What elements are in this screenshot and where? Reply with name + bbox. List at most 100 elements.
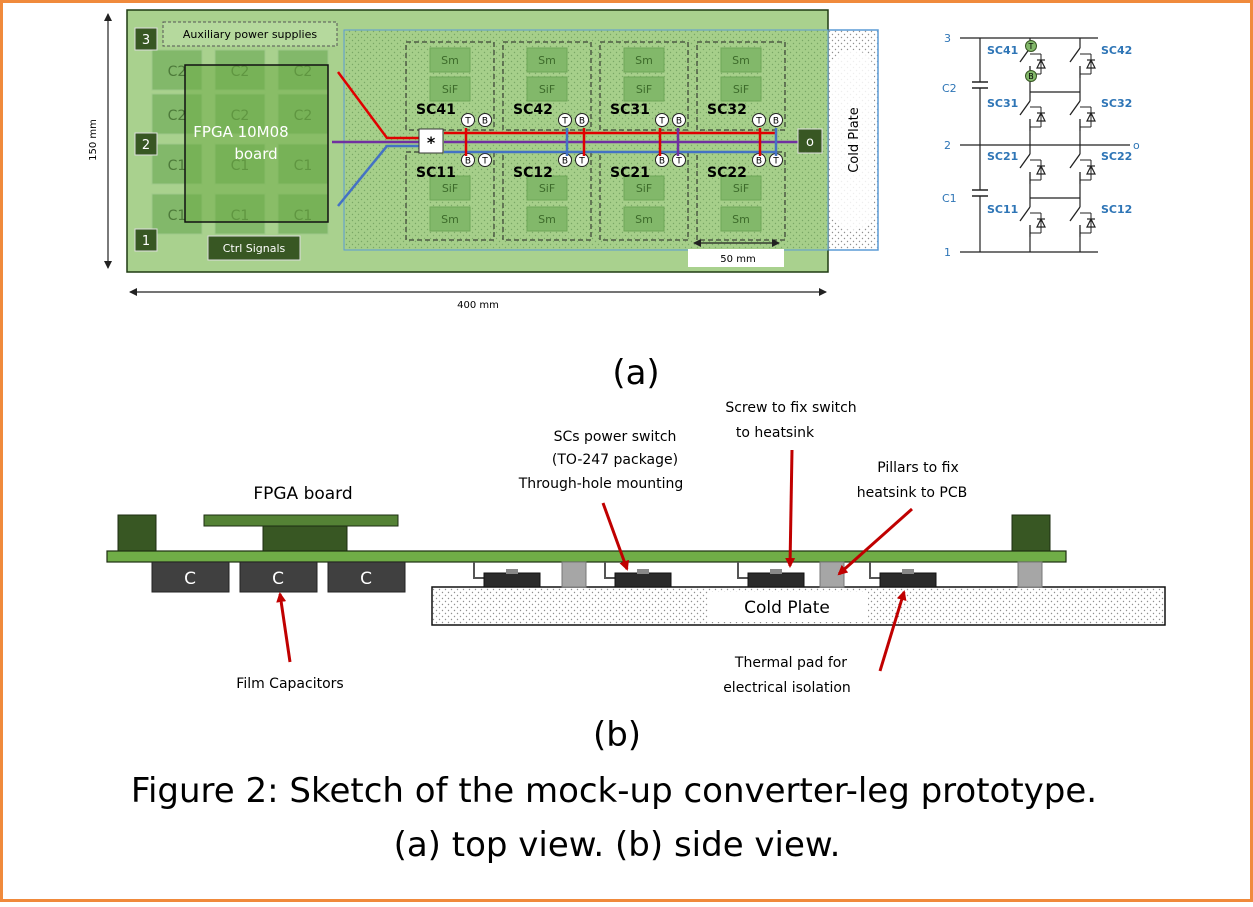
top-view: Cold Plate Auxiliary power supplies C2C2… xyxy=(88,9,879,393)
switch-cell-top-frame xyxy=(599,41,689,131)
power-switch xyxy=(614,572,672,588)
arrow-film-caps xyxy=(276,592,292,663)
module-die xyxy=(720,76,762,102)
switch-cell-label: SC41 xyxy=(416,102,456,118)
film-capacitor-label: C xyxy=(360,569,372,589)
gate-marker xyxy=(478,153,492,167)
aux-power-supplies-box xyxy=(162,21,338,47)
film-caps-label: Film Capacitors xyxy=(236,676,343,692)
gate-marker xyxy=(655,113,669,127)
fpga-board-side-label: FPGA board xyxy=(253,484,352,504)
svg-text:2: 2 xyxy=(142,138,150,153)
gate-marker xyxy=(478,113,492,127)
module-die-label: Sm xyxy=(635,54,653,67)
switch-cell-top-frame xyxy=(502,41,592,131)
module-die xyxy=(720,206,762,232)
gate-marker-label: B xyxy=(562,157,568,167)
gate-marker xyxy=(461,113,475,127)
gate-marker xyxy=(672,113,686,127)
module-die-label: SiF xyxy=(442,83,458,96)
sch-cell-label: SC41 xyxy=(987,44,1018,57)
switch-cell-label: SC31 xyxy=(610,102,650,118)
fpga-label-line1: FPGA 10M08 xyxy=(193,123,288,141)
module-die xyxy=(429,47,471,73)
cold-plate-label-box xyxy=(830,50,874,230)
module-die-label: SiF xyxy=(733,182,749,195)
module-die-label: Sm xyxy=(441,54,459,67)
module-die-label: Sm xyxy=(635,213,653,226)
gate-marker-label: T xyxy=(464,117,471,127)
gate-marker-label: B xyxy=(482,117,488,127)
gate-marker-label: T xyxy=(675,157,682,167)
dim-module-box xyxy=(688,249,784,267)
sch-node-1: 1 xyxy=(944,246,951,259)
film-capacitor xyxy=(151,561,230,593)
sch-cell-label: SC22 xyxy=(1101,150,1132,163)
output-terminal-label: o xyxy=(806,135,814,150)
arrow-thermal-pad xyxy=(878,590,907,672)
gate-marker-label: B xyxy=(756,157,762,167)
gate-marker-label: T xyxy=(755,117,762,127)
star-node-label: * xyxy=(427,133,436,152)
module-die xyxy=(526,76,568,102)
terminal-left-side xyxy=(117,514,157,553)
screw-label-line2: to heatsink xyxy=(736,425,815,441)
power-switches xyxy=(473,561,1043,588)
capacitor-label: C2 xyxy=(168,108,187,124)
switch-cell-top-frame xyxy=(696,41,786,131)
sch-output: o xyxy=(1133,139,1140,152)
gate-marker-label: T xyxy=(561,117,568,127)
sch-cell-label: SC32 xyxy=(1101,97,1132,110)
switch-cell-label: SC22 xyxy=(707,165,747,181)
capacitor-label: C1 xyxy=(168,208,187,224)
gate-marker-label: T xyxy=(658,117,665,127)
arrow-pillars xyxy=(837,507,913,576)
sch-switch xyxy=(1019,153,1031,169)
module-die-label: SiF xyxy=(442,182,458,195)
sch-cell-label: SC12 xyxy=(1101,203,1132,216)
module-die-label: Sm xyxy=(732,213,750,226)
module-die xyxy=(429,206,471,232)
caption-line1: Figure 2: Sketch of the mock-up converte… xyxy=(131,771,1097,811)
screw xyxy=(637,569,649,574)
gate-marker-label: T xyxy=(772,157,779,167)
fpga-board-top xyxy=(184,64,329,223)
pcb-side xyxy=(106,550,1067,563)
gate-marker-label: B xyxy=(465,157,471,167)
switch-label-line2: (TO-247 package) xyxy=(552,452,678,468)
sch-switch xyxy=(1069,206,1081,222)
svg-text:1: 1 xyxy=(142,234,150,249)
gate-marker xyxy=(575,113,589,127)
fpga-connector xyxy=(262,525,348,552)
sch-gate-marker xyxy=(1025,40,1037,52)
switch-label-line3: Through-hole mounting xyxy=(518,476,684,492)
sch-node-2: 2 xyxy=(944,139,951,152)
gate-marker xyxy=(752,113,766,127)
sch-cap-c1: C1 xyxy=(942,192,957,205)
module-die xyxy=(720,175,762,201)
capacitor-label: C1 xyxy=(168,158,187,174)
module-die-label: Sm xyxy=(538,54,556,67)
svg-text:3: 3 xyxy=(142,33,150,48)
gate-marker xyxy=(655,153,669,167)
arrow-switch xyxy=(601,502,629,571)
sch-node-3: 3 xyxy=(944,32,951,45)
sch-switch xyxy=(1069,100,1081,116)
ctrl-signals-box xyxy=(207,235,301,261)
bus-lines xyxy=(332,71,800,207)
film-capacitor xyxy=(327,561,406,593)
gate-marker-label: T xyxy=(481,157,488,167)
gate-marker-label: B xyxy=(773,117,779,127)
switch-cell-label: SC12 xyxy=(513,165,553,181)
module-die-label: SiF xyxy=(539,182,555,195)
sch-switch xyxy=(1019,206,1031,222)
module-die xyxy=(526,206,568,232)
capacitor-label: C2 xyxy=(168,64,187,80)
switch-label-line1: SCs power switch xyxy=(554,429,677,445)
film-capacitor-label: C xyxy=(184,569,196,589)
module-die-label: SiF xyxy=(733,83,749,96)
screw xyxy=(770,569,782,574)
